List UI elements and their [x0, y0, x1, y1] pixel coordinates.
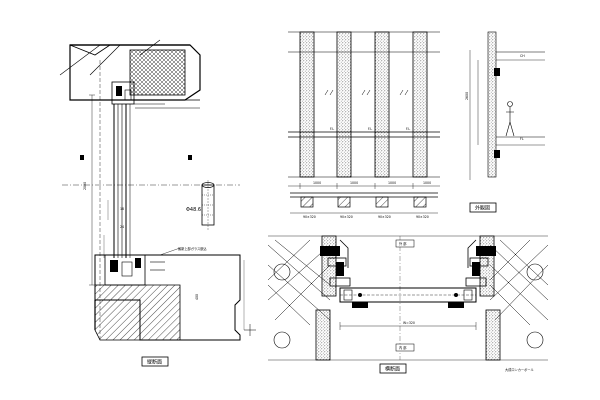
svg-text:24: 24 [120, 225, 124, 229]
bracket-left [320, 239, 351, 287]
column-4 [412, 31, 428, 178]
plan-width-dim: W=320 [403, 321, 415, 325]
row-dim-4: 90×320 [416, 215, 429, 219]
span-dim-4: 1000 [423, 181, 431, 185]
vertical-section-title-box [141, 356, 169, 367]
svg-text:F.L: F.L [330, 127, 334, 131]
svg-text:F.L: F.L [406, 127, 410, 131]
vertical-note: 最新上部ガラス嵌込 [178, 246, 207, 251]
plan-note-bottom: 内 部 [399, 345, 407, 350]
pipe-detail [201, 180, 215, 230]
svg-text:2600: 2600 [465, 92, 469, 100]
svg-text:FL: FL [520, 137, 524, 141]
company-label: 大成ロンカーボール [505, 367, 534, 372]
column-2 [336, 31, 352, 178]
plan-section-drawing: W=320 外 部 内 部 横断面 大成ロンカーボール [267, 235, 549, 374]
side-elevation-drawing: 2600 FL CH 外観図 [465, 31, 545, 213]
row-dim-2: 90×320 [340, 215, 353, 219]
vertical-section-title: 縦断面 [147, 359, 162, 366]
svg-text:2000: 2000 [83, 182, 87, 190]
person-figure [505, 101, 515, 137]
pipe-label: Φ48.6 [186, 207, 201, 213]
vertical-section-drawing: 2000 18 24 Φ48.6 400 [59, 39, 256, 367]
bracket-right [465, 239, 496, 287]
column-1 [299, 31, 315, 178]
svg-text:400: 400 [195, 294, 199, 300]
svg-text:18: 18 [120, 207, 124, 211]
span-dim-3: 1000 [388, 181, 396, 185]
plan-note-top: 外 部 [399, 241, 407, 246]
plan-section-title-box [379, 363, 407, 374]
row-dim-3: 90×320 [378, 215, 391, 219]
span-dim-2: 1000 [350, 181, 358, 185]
svg-text:F.L: F.L [368, 127, 372, 131]
row-dim-1: 90×320 [303, 215, 316, 219]
column-3 [374, 31, 390, 178]
plan-section-title: 横断面 [385, 366, 400, 373]
elevation-drawing: F.L F.L F.L 1000 1000 1000 1000 90×320 9… [288, 31, 440, 219]
elevation-title-box [469, 202, 497, 213]
span-dim-1: 1000 [313, 181, 321, 185]
elevation-title: 外観図 [475, 205, 490, 212]
svg-text:CH: CH [520, 54, 525, 58]
